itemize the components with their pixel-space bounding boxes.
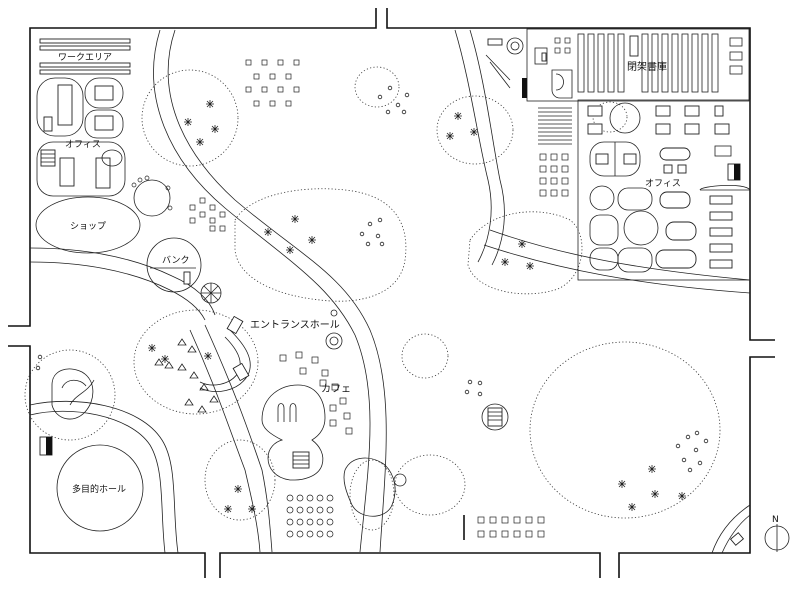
- shop-label: ショップ: [70, 221, 106, 232]
- cafe-label: カフェ: [321, 383, 351, 395]
- office-left-room: [36, 141, 126, 197]
- seat-grid-top: [245, 59, 300, 107]
- garden-zones: [24, 66, 721, 531]
- archive-label: 閉架書庫: [627, 60, 667, 73]
- bank-label: バンク: [162, 255, 189, 266]
- planters: [35, 85, 709, 473]
- multipurpose-hall-label: 多目的ホール: [72, 483, 126, 495]
- outer-walls: [8, 8, 775, 578]
- corner-path: [711, 504, 751, 554]
- bank: バンク: [146, 237, 202, 293]
- elevator-east: [481, 403, 509, 431]
- archive-entry-stair: [485, 37, 524, 89]
- work-area-label: ワークエリア: [58, 52, 112, 63]
- work-pod-2: [84, 77, 124, 109]
- trees: [148, 100, 686, 513]
- entrance-hall: エントランスホール: [199, 309, 343, 392]
- office-left: オフィス: [36, 139, 126, 197]
- archive: 閉架書庫: [522, 28, 750, 102]
- work-table-1: [57, 84, 73, 126]
- office-left-label: オフィス: [65, 139, 101, 150]
- lounge-bottom: [286, 494, 334, 538]
- main-corridor: [153, 29, 387, 553]
- seat-grid-diamond: [189, 197, 226, 232]
- work-cabinet: [43, 116, 53, 132]
- work-pod-3: [84, 109, 124, 139]
- office-right-label: オフィス: [645, 178, 681, 189]
- north-label: N: [772, 515, 779, 525]
- work-area: ワークエリア: [36, 38, 131, 139]
- entrance-hall-label: エントランスホール: [250, 319, 340, 331]
- archive-room: [526, 28, 750, 102]
- multipurpose-hall: 多目的ホール: [29, 368, 179, 554]
- shop-room: [35, 196, 141, 254]
- office-left-table-2: [95, 157, 111, 189]
- office-right: オフィス: [577, 99, 751, 281]
- cafe: カフェ: [261, 351, 353, 481]
- shop: ショップ: [35, 196, 141, 254]
- bank-room: [146, 237, 202, 293]
- work-pod-1: [36, 77, 84, 137]
- office-left-table-1: [59, 157, 75, 187]
- west-corridor: [29, 247, 216, 321]
- work-desks-row-1: [39, 38, 131, 75]
- north-arrow-icon: N: [764, 515, 790, 552]
- shelving-rows: [538, 107, 572, 145]
- lounge-seats: [131, 175, 173, 211]
- work-table-2: [94, 85, 114, 101]
- work-table-3: [94, 115, 114, 131]
- shrubs: [154, 338, 219, 413]
- round-lounge: [133, 179, 171, 217]
- east-corridor: [454, 29, 751, 294]
- spiral-stair-icon: [200, 282, 222, 304]
- reading-seats: [539, 153, 569, 197]
- seat-grid-bottom: [477, 516, 545, 538]
- pavilion: [343, 457, 396, 517]
